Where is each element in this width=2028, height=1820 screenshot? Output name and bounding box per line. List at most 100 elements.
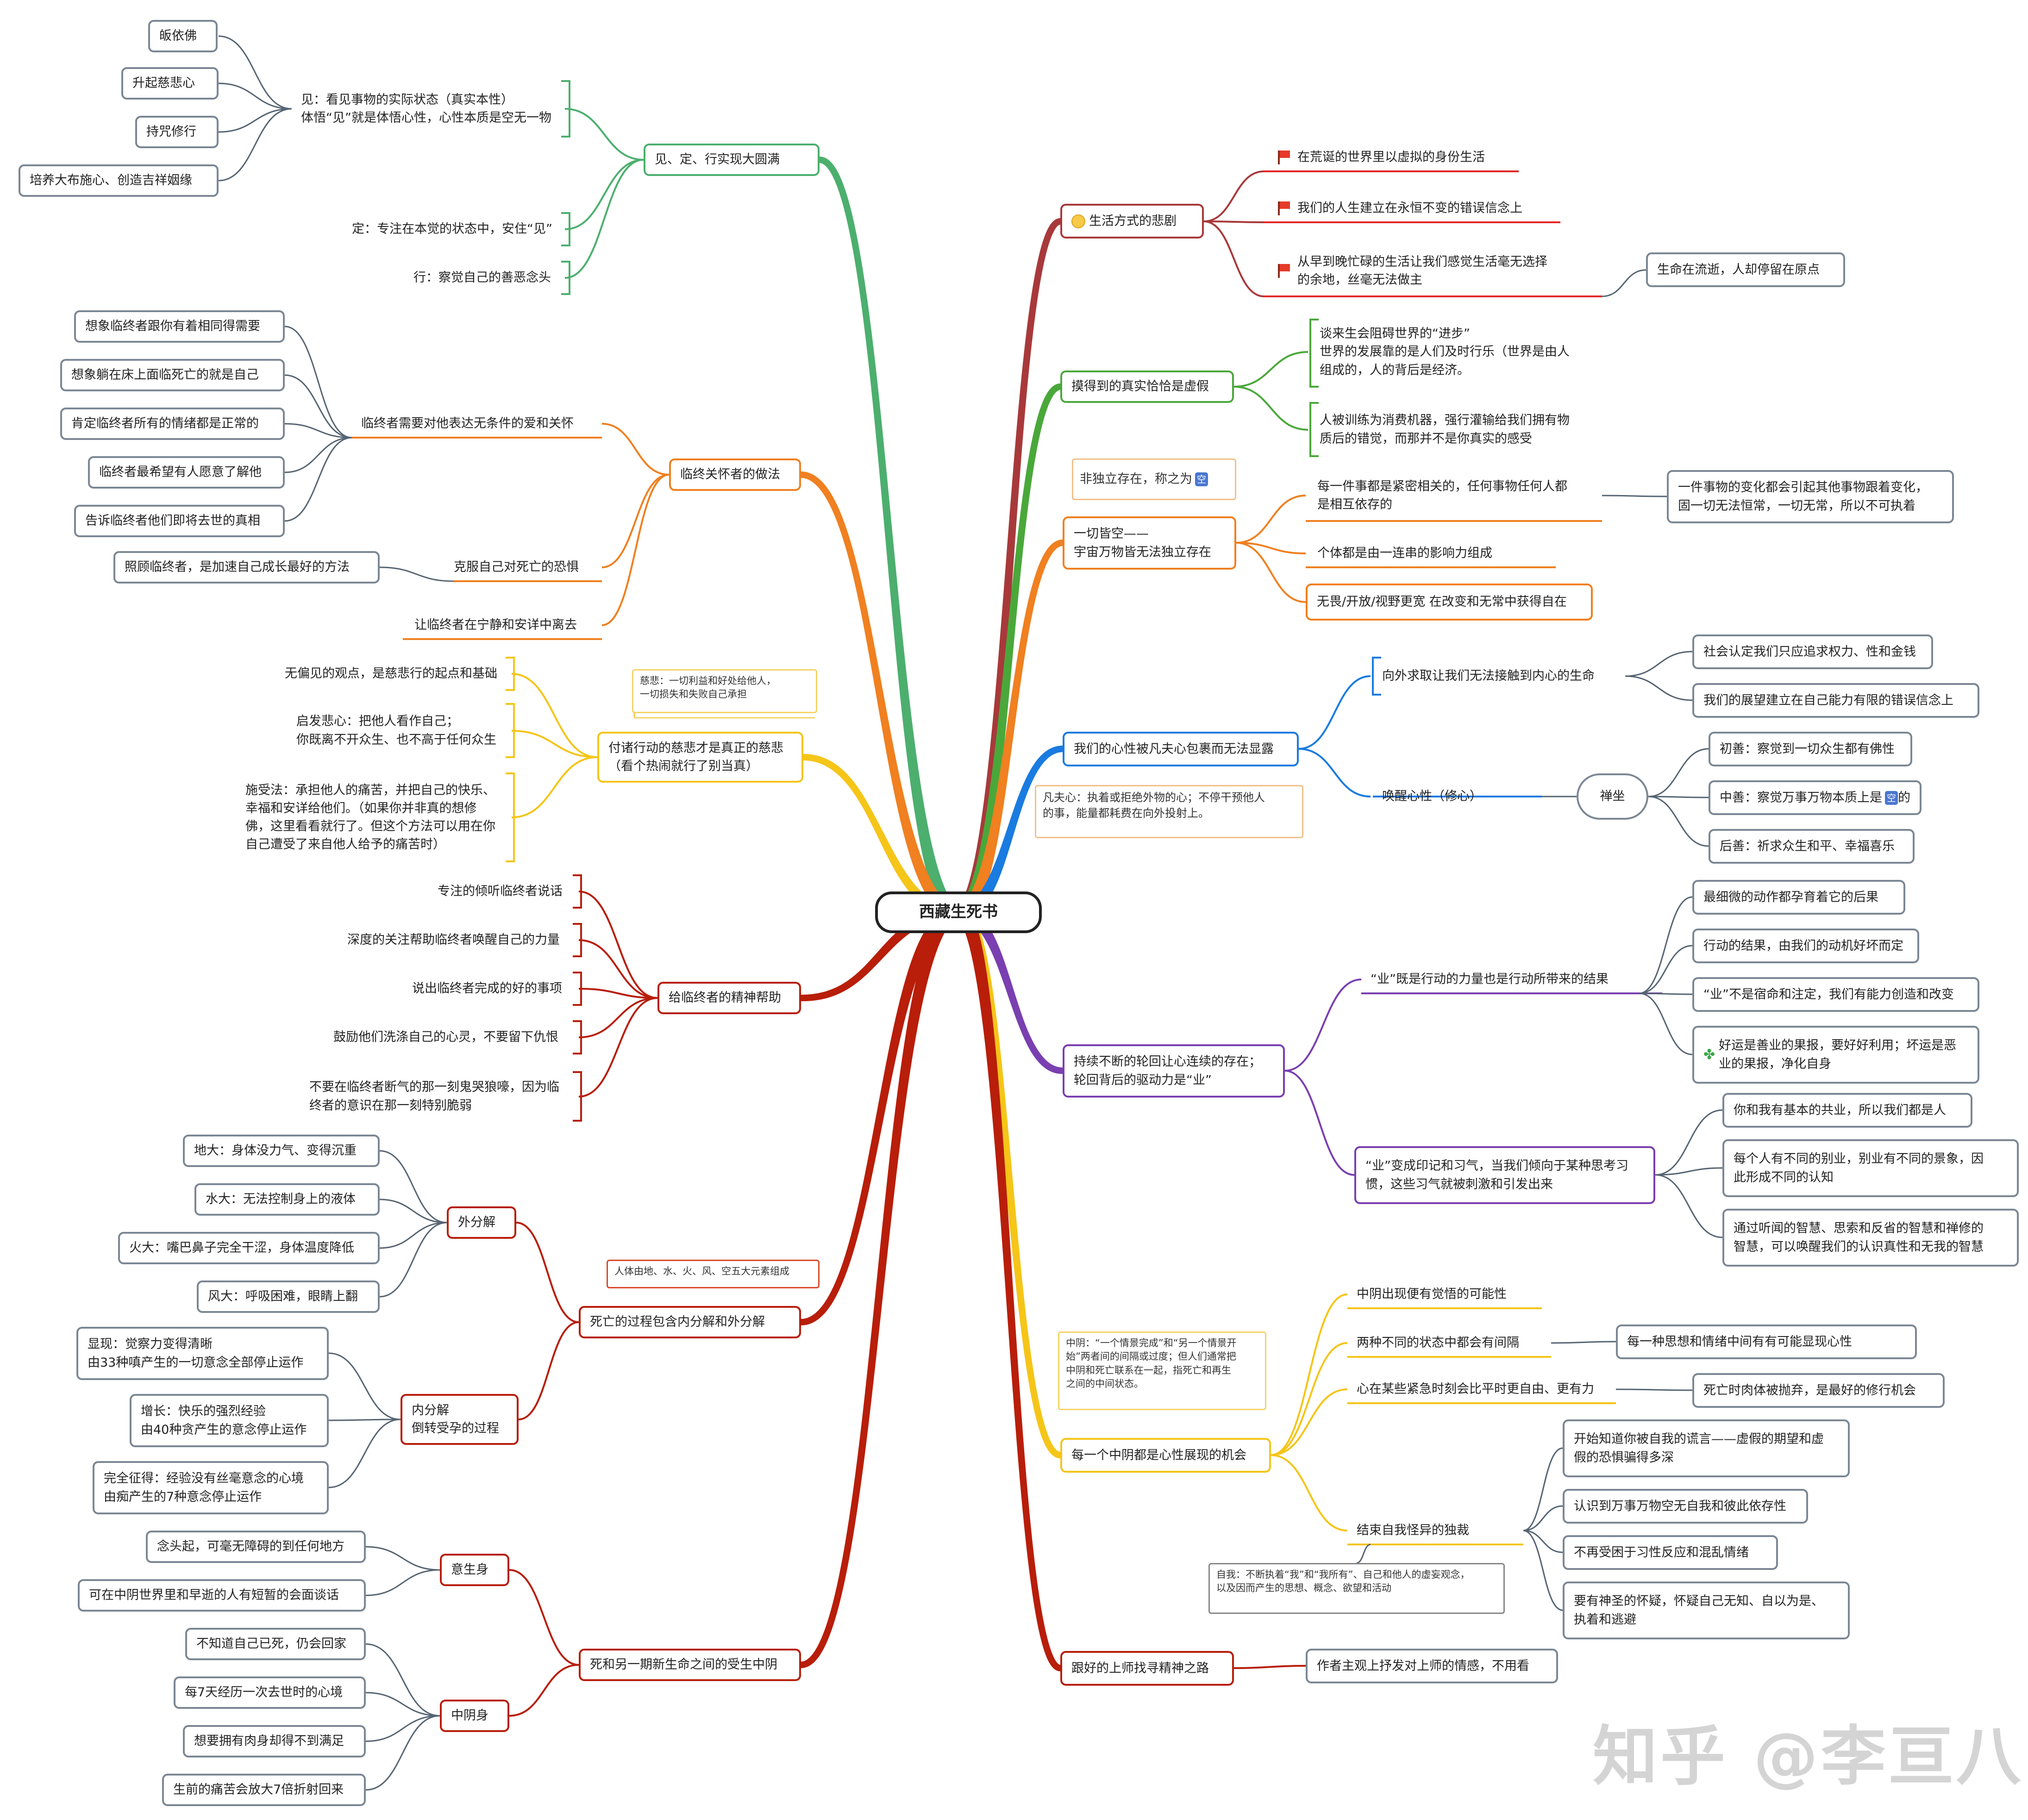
ego-item[interactable]: 要有神圣的怀疑，怀疑自己无知、自以为是、 执着和逃避 bbox=[1563, 1582, 1850, 1639]
jian-item[interactable]: 培养大布施心、创造吉祥姻缘 bbox=[19, 164, 219, 197]
connector bbox=[218, 108, 292, 133]
karma-item[interactable]: “业”不是宿命和注定，我们有能力创造和改变 bbox=[1692, 977, 1979, 1012]
bardo-c2[interactable]: 两种不同的状态中都会有间隔 bbox=[1357, 1336, 1519, 1350]
seek-outside-node[interactable]: 向外求取让我们无法接触到内心的生命 bbox=[1382, 669, 1595, 684]
bardo-c3[interactable]: 心在某些紧急时刻会比平时更自由、更有力 bbox=[1357, 1382, 1594, 1397]
help-item[interactable]: 深度的关注帮助临终者唤醒自己的力量 bbox=[347, 933, 560, 948]
seek-outside-item[interactable]: 我们的展望建立在自己能力有限的错误信念上 bbox=[1692, 683, 1979, 718]
ego-item[interactable]: 认识到万事万物空无自我和彼此依存性 bbox=[1563, 1489, 1808, 1524]
compassion-item[interactable]: 启发悲心：把他人看作自己； 你既离不开众生、也不高于任何众生 bbox=[296, 714, 496, 747]
impermanence-node[interactable]: 一件事物的变化都会引起其他事物跟着变化， 固一切无法恒常，一切无常，所以不可执着 bbox=[1667, 470, 1954, 523]
help-item[interactable]: 鼓励他们洗涤自己的心灵，不要留下仇恨 bbox=[333, 1030, 558, 1045]
branch-hospice-practice[interactable]: 临终关怀者的做法 bbox=[669, 458, 801, 491]
false-item[interactable]: 人被训练为消费机器，强行灌输给我们拥有物 质后的错觉，而那并不是你真实的感受 bbox=[1320, 413, 1570, 446]
c1-item[interactable]: 告诉临终者他们即将去世的真相 bbox=[74, 505, 285, 537]
branch-lifestyle-tragedy[interactable]: 生活方式的悲剧 bbox=[1060, 204, 1204, 238]
outer-item[interactable]: 水大：无法控制身上的液体 bbox=[194, 1183, 380, 1216]
mental-body[interactable]: 意生身 bbox=[440, 1554, 509, 1586]
life-flows-node[interactable]: 生命在流逝，人却停留在原点 bbox=[1646, 252, 1845, 287]
seek-outside-item[interactable]: 社会认定我们只应追求权力、性和金钱 bbox=[1692, 634, 1933, 669]
branch-line-red bbox=[798, 909, 966, 1326]
bardo-c3-item[interactable]: 死亡时肉体被抛弃，是最好的修行机会 bbox=[1692, 1373, 1945, 1408]
outer-item[interactable]: 地大：身体没力气、变得沉重 bbox=[183, 1135, 380, 1167]
branch-samsara-karma[interactable]: 持续不断的轮回让心连续的存在； 轮回背后的驱动力是“业” bbox=[1063, 1044, 1285, 1098]
bardo-body-item[interactable]: 想要拥有肉身却得不到满足 bbox=[183, 1725, 366, 1757]
mental-body-item[interactable]: 念头起，可毫无障碍的到任何地方 bbox=[146, 1531, 366, 1563]
c1-item[interactable]: 临终者最希望有人愿意了解他 bbox=[88, 456, 285, 489]
branch-jian-ding-xing[interactable]: 见、定、行实现大圆满 bbox=[644, 144, 820, 176]
root-node[interactable]: 西藏生死书 bbox=[875, 891, 1042, 933]
help-item[interactable]: 专注的倾听临终者说话 bbox=[438, 884, 563, 899]
compassion-item[interactable]: 施受法：承担他人的痛苦，并把自己的快乐、 幸福和安详给他们。（如果你并非真的想修… bbox=[245, 783, 495, 852]
bracket bbox=[561, 212, 570, 246]
tragedy-item[interactable]: 我们的人生建立在永恒不变的错误信念上 bbox=[1278, 195, 1556, 222]
meditation-item[interactable]: 初善：察觉到一切众生都有佛性 bbox=[1709, 732, 1912, 766]
meditation-item[interactable]: 后善：祈求众生和平、幸福喜乐 bbox=[1709, 829, 1915, 864]
tragedy-item[interactable]: 在荒诞的世界里以虚拟的身份生活 bbox=[1278, 144, 1519, 171]
xing-node[interactable]: 行：察觉自己的善恶念头 bbox=[413, 270, 551, 285]
branch-tangible-false[interactable]: 摸得到的真实恰恰是虚假 bbox=[1060, 370, 1234, 403]
empty-item[interactable]: 个体都是由一连串的影响力组成 bbox=[1317, 546, 1492, 561]
mental-body-item[interactable]: 可在中阴世界里和早逝的人有短暂的会面谈话 bbox=[78, 1579, 366, 1612]
bardo-c2-item[interactable]: 每一种思想和情绪中间有有可能显现心性 bbox=[1616, 1324, 1917, 1359]
karma-imprint-node[interactable]: “业”变成印记和习气，当我们倾向于某种思考习 惯，这些习气就被刺激和引发出来 bbox=[1354, 1146, 1655, 1204]
bardo-body-item[interactable]: 每7天经历一次去世时的心境 bbox=[174, 1676, 366, 1709]
c1-item[interactable]: 想象躺在床上面临死亡的就是自己 bbox=[60, 359, 285, 391]
guru-item[interactable]: 作者主观上抒发对上师的情感，不用看 bbox=[1306, 1649, 1558, 1683]
connector bbox=[218, 82, 292, 110]
imprint-item[interactable]: 你和我有基本的共业，所以我们都是人 bbox=[1722, 1093, 1972, 1128]
jian-item[interactable]: 皈依佛 bbox=[148, 20, 218, 52]
karma-force-node[interactable]: “业”既是行动的力量也是行动所带来的结果 bbox=[1371, 972, 1609, 987]
jian-item[interactable]: 升起慈悲心 bbox=[121, 67, 219, 100]
imprint-item[interactable]: 每个人有不同的别业，别业有不同的景象，因 此形成不同的认知 bbox=[1722, 1139, 2019, 1197]
karma-item[interactable]: ✤ 好运是善业的果报，要好好利用；坏运是恶 业的果报，净化自身 bbox=[1692, 1026, 1979, 1084]
help-item[interactable]: 说出临终者完成的好的事项 bbox=[412, 981, 562, 996]
empty-item[interactable]: 每一件事都是紧密相关的，任何事物任何人都 是相互依存的 bbox=[1317, 479, 1567, 512]
branch-mind-nature-wrapped[interactable]: 我们的心性被凡夫心包裹而无法显露 bbox=[1063, 732, 1299, 766]
outer-item[interactable]: 火大：嘴巴鼻子完全干涩，身体温度降低 bbox=[118, 1232, 380, 1264]
meditation-node[interactable]: 禅坐 bbox=[1577, 773, 1648, 820]
branch-death-process[interactable]: 死亡的过程包含内分解和外分解 bbox=[579, 1306, 801, 1338]
bardo-c1[interactable]: 中阴出现便有觉悟的可能性 bbox=[1357, 1287, 1507, 1302]
branch-spiritual-help[interactable]: 给临终者的精神帮助 bbox=[657, 982, 801, 1014]
c2-overcome-fear[interactable]: 克服自己对死亡的恐惧 bbox=[454, 560, 579, 575]
empty-item[interactable]: 无畏/开放/视野更宽 在改变和无常中获得自在 bbox=[1306, 584, 1593, 621]
c2-item[interactable]: 照顾临终者，是加速自己成长最好的方法 bbox=[113, 551, 380, 584]
bardo-body[interactable]: 中阴身 bbox=[440, 1700, 509, 1732]
item-suffix: 的 bbox=[1898, 790, 1910, 805]
awaken-mind-node[interactable]: 唤醒心性（修心） bbox=[1382, 789, 1482, 804]
ego-item[interactable]: 不再受困于习性反应和混乱情绪 bbox=[1563, 1535, 1778, 1570]
c1-item[interactable]: 想象临终者跟你有着相同得需要 bbox=[74, 310, 285, 343]
karma-item[interactable]: 行动的结果，由我们的动机好坏而定 bbox=[1692, 929, 1919, 963]
meditation-item[interactable]: 中善：察觉万事万物本质上是 空 的 bbox=[1709, 780, 1922, 815]
bardo-body-item[interactable]: 不知道自己已死，仍会回家 bbox=[185, 1628, 366, 1660]
help-item[interactable]: 不要在临终者断气的那一刻鬼哭狼嚎，因为临 终者的意识在那一刻特别脆弱 bbox=[309, 1080, 559, 1113]
tragedy-item[interactable]: 从早到晚忙碌的生活让我们感觉生活毫无选择 的余地，丝毫无法做主 bbox=[1278, 248, 1593, 294]
ding-node[interactable]: 定：专注在本觉的状态中，安住“见” bbox=[352, 222, 552, 237]
false-item[interactable]: 谈来生会阻碍世界的“进步” 世界的发展靠的是人们及时行乐（世界是由人 组成的，人… bbox=[1320, 326, 1570, 377]
inner-dissolution[interactable]: 内分解 倒转受孕的过程 bbox=[401, 1394, 519, 1445]
bardo-c4[interactable]: 结束自我怪异的独裁 bbox=[1357, 1523, 1469, 1538]
inner-item[interactable]: 增长：快乐的强烈经验 由40种贪产生的意念停止运作 bbox=[130, 1394, 329, 1447]
imprint-item[interactable]: 通过听闻的智慧、思索和反省的智慧和禅修的 智慧，可以唤醒我们的认识真性和无我的智… bbox=[1722, 1209, 2019, 1267]
branch-guru-path[interactable]: 跟好的上师找寻精神之路 bbox=[1060, 1651, 1234, 1686]
outer-item[interactable]: 风大：呼吸困难，眼睛上翻 bbox=[197, 1280, 380, 1313]
connector bbox=[379, 1199, 447, 1224]
c1-unconditional-love[interactable]: 临终者需要对他表达无条件的爱和关怀 bbox=[361, 416, 574, 431]
branch-bardo-opportunity[interactable]: 每一个中阴都是心性展现的机会 bbox=[1060, 1438, 1271, 1473]
c3-peaceful-departure[interactable]: 让临终者在宁静和安详中离去 bbox=[414, 618, 577, 633]
jian-node[interactable]: 见：看见事物的实际状态（真实本性） 体悟“见”就是体悟心性，心性本质是空无一物 bbox=[301, 92, 551, 125]
inner-item[interactable]: 显现：觉察力变得清晰 由33种嗔产生的一切意念全部停止运作 bbox=[76, 1327, 329, 1380]
jian-item[interactable]: 持咒修行 bbox=[135, 116, 219, 148]
branch-all-empty[interactable]: 一切皆空—— 宇宙万物皆无法独立存在 bbox=[1063, 516, 1236, 570]
branch-compassion[interactable]: 付诸行动的慈悲才是真正的慈悲 （看个热闹就行了别当真） bbox=[597, 732, 803, 783]
ego-item[interactable]: 开始知道你被自我的谎言——虚假的期望和虚 假的恐惧骗得多深 bbox=[1563, 1419, 1850, 1477]
branch-bardo-of-becoming[interactable]: 死和另一期新生命之间的受生中阴 bbox=[579, 1649, 801, 1681]
karma-item[interactable]: 最细微的动作都孕育着它的后果 bbox=[1692, 880, 1905, 915]
inner-item[interactable]: 完全征得：经验没有丝毫意念的心境 由痴产生的7种意念停止运作 bbox=[93, 1461, 329, 1514]
compassion-item[interactable]: 无偏见的观点，是慈悲行的起点和基础 bbox=[285, 666, 497, 681]
outer-dissolution[interactable]: 外分解 bbox=[447, 1206, 516, 1239]
c1-item[interactable]: 肯定临终者所有的情绪都是正常的 bbox=[60, 408, 285, 440]
emptiness-symbol-icon: 空 bbox=[1885, 791, 1898, 805]
bardo-body-item[interactable]: 生前的痛苦会放大7倍折射回来 bbox=[162, 1774, 366, 1806]
